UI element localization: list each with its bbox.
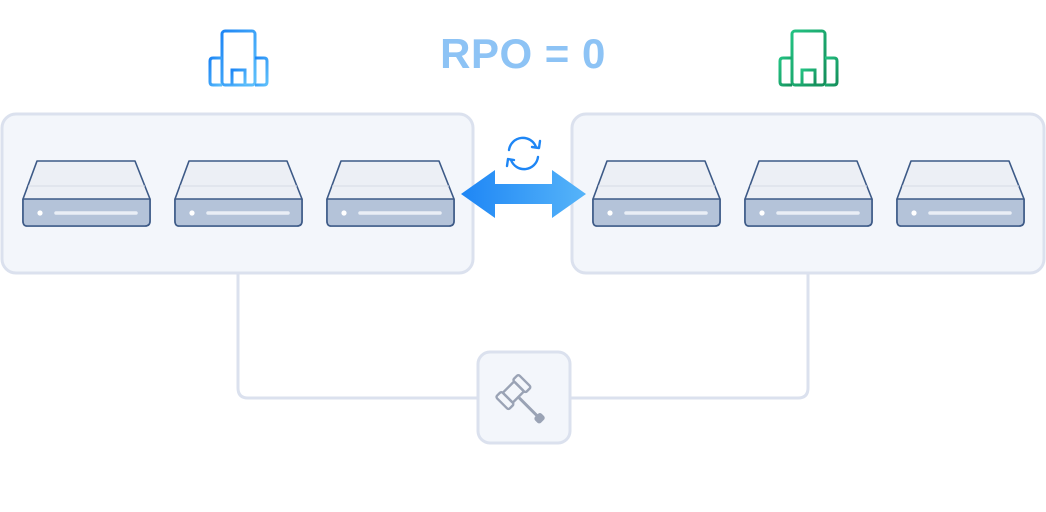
sync-icon <box>505 136 542 171</box>
double-arrow-icon <box>461 170 586 218</box>
drive-unit-icon <box>325 159 456 228</box>
drive-unit-icon <box>895 159 1026 228</box>
drive-unit-icon <box>591 159 722 228</box>
rpo-label: RPO = 0 <box>440 30 606 77</box>
arbiter-panel <box>476 350 572 445</box>
drive-unit-icon <box>743 159 874 228</box>
connector-secondary <box>570 273 810 400</box>
drive-unit-icon <box>173 159 304 228</box>
connector-primary <box>236 273 478 400</box>
gavel-icon <box>495 374 545 424</box>
drive-unit-icon <box>21 159 152 228</box>
